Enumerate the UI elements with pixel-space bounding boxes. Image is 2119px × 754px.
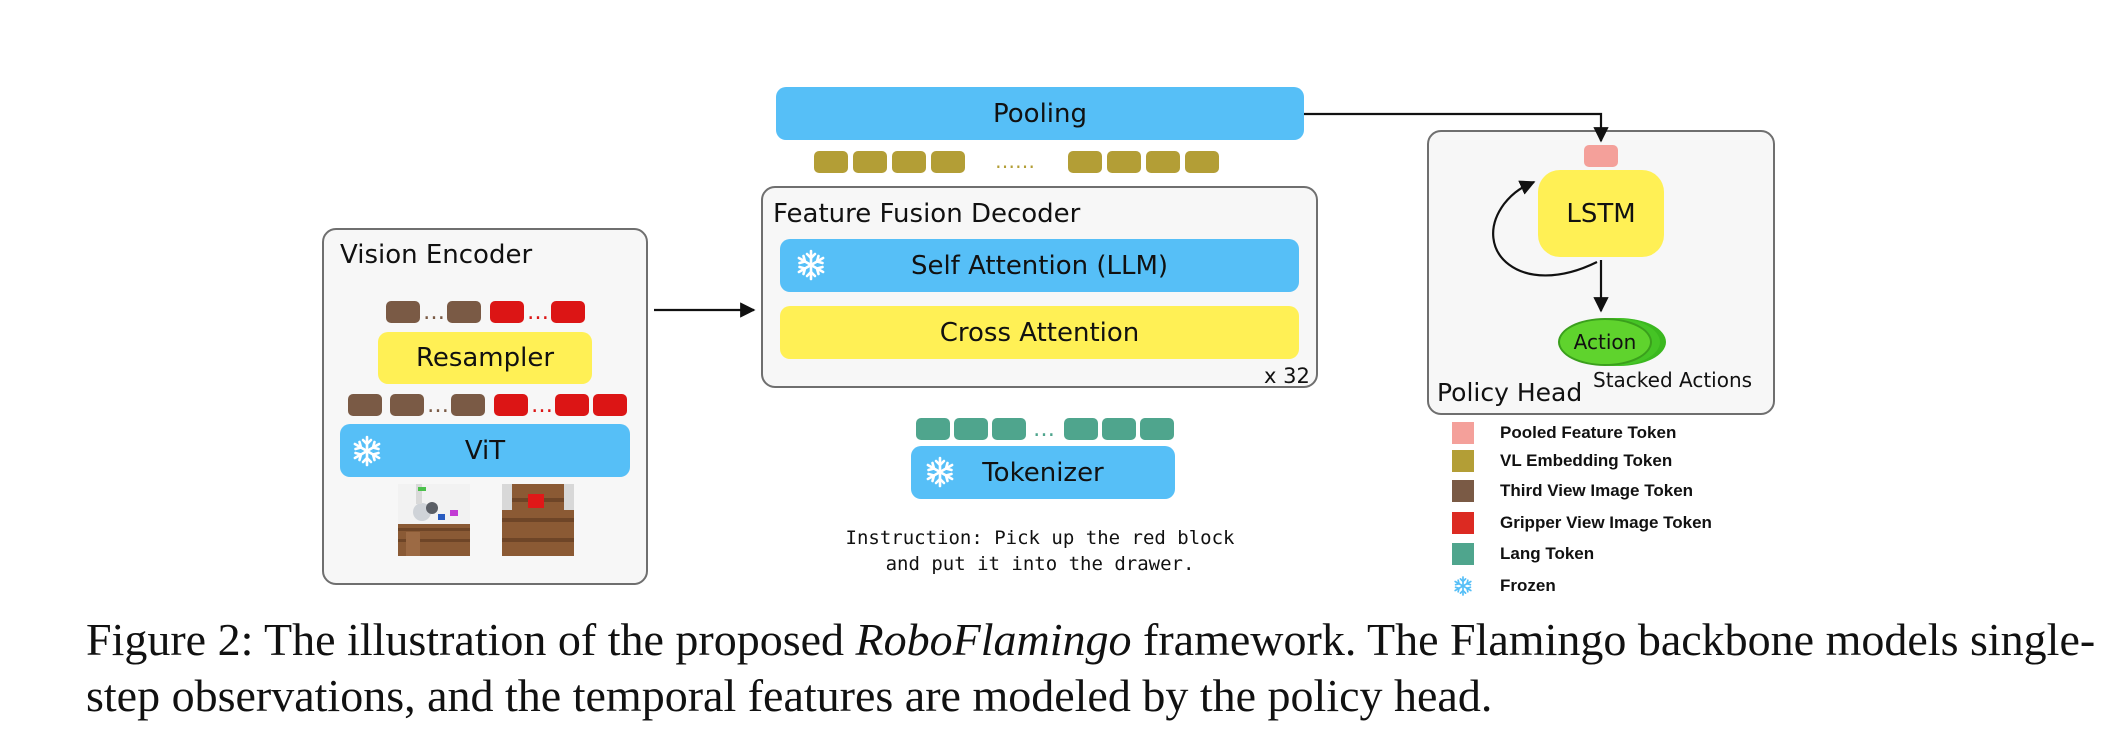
vl-embedding-token: [892, 151, 926, 173]
legend-item: Gripper View Image Token: [1452, 510, 1712, 536]
vl-embedding-token: [1185, 151, 1219, 173]
gripper-view-token: [490, 301, 524, 323]
ellipsis: …: [427, 393, 449, 418]
policy-head-title: Policy Head: [1437, 378, 1583, 407]
legend-item: Third View Image Token: [1452, 478, 1693, 504]
instruction-text: Instruction: Pick up the red block and p…: [790, 525, 1290, 577]
gripper-view-token: [551, 301, 585, 323]
legend-item: Lang Token: [1452, 541, 1594, 567]
layer-repeat-count: x 32: [1264, 364, 1310, 388]
third-view-token: [348, 394, 382, 416]
caption-emphasis: RoboFlamingo: [855, 614, 1132, 665]
vl-embedding-token: [814, 151, 848, 173]
figure-caption: Figure 2: The illustration of the propos…: [86, 612, 2106, 724]
lang-token: [954, 418, 988, 440]
instruction-line-2: and put it into the drawer.: [885, 553, 1195, 575]
self-attention-label: Self Attention (LLM): [910, 250, 1169, 281]
vl-embedding-token: [1068, 151, 1102, 173]
ellipsis: …: [531, 393, 553, 418]
third-view-token: [451, 394, 485, 416]
legend-item: Frozen: [1452, 573, 1556, 599]
tokenizer-label: Tokenizer: [982, 457, 1104, 488]
legend-label: Third View Image Token: [1500, 481, 1694, 500]
ellipsis: ……: [995, 149, 1035, 173]
lstm-block: LSTM: [1538, 170, 1664, 257]
legend-item: Pooled Feature Token: [1452, 420, 1676, 446]
vl-embedding-token: [1146, 151, 1180, 173]
legend-swatch: [1452, 450, 1474, 472]
legend-label: VL Embedding Token: [1500, 451, 1673, 470]
gripper-view-image: [502, 484, 574, 556]
pooling-to-policy-arrow: [1304, 112, 1609, 143]
cross-attention-block: Cross Attention: [780, 306, 1299, 359]
vision-encoder-title: Vision Encoder: [340, 240, 533, 270]
snowflake-icon: [926, 456, 954, 488]
third-view-token: [386, 301, 420, 323]
resampler-block: Resampler: [378, 332, 592, 384]
gripper-view-token: [494, 394, 528, 416]
self-attention-block: Self Attention (LLM): [780, 239, 1299, 292]
vl-embedding-token: [1107, 151, 1141, 173]
third-view-token: [390, 394, 424, 416]
ellipsis: …: [1033, 417, 1055, 442]
legend-label: Gripper View Image Token: [1500, 513, 1712, 532]
lang-token: [916, 418, 950, 440]
legend-swatch: [1452, 480, 1474, 502]
legend-swatch: [1452, 422, 1474, 444]
pooled-feature-token: [1584, 145, 1618, 167]
legend-label: Pooled Feature Token: [1500, 423, 1677, 442]
snowflake-icon: [353, 435, 381, 467]
lang-token: [1102, 418, 1136, 440]
legend-swatch: [1452, 512, 1474, 534]
vit-label: ViT: [464, 435, 506, 466]
gripper-view-token: [593, 394, 627, 416]
caption-suffix: framework. The Flamingo backbone models …: [86, 614, 2096, 721]
feature-fusion-decoder-title: Feature Fusion Decoder: [773, 199, 1081, 229]
lang-token: [1140, 418, 1174, 440]
legend-item: VL Embedding Token: [1452, 448, 1672, 474]
legend-swatch: [1452, 543, 1474, 565]
third-view-image: [398, 484, 470, 556]
vl-embedding-token: [931, 151, 965, 173]
caption-prefix: Figure 2: The illustration of the propos…: [86, 614, 856, 665]
ellipsis: …: [423, 300, 445, 325]
third-view-token: [447, 301, 481, 323]
snowflake-icon: [797, 249, 825, 281]
action-node: Action: [1558, 318, 1652, 366]
tokenizer-block: Tokenizer: [911, 446, 1175, 499]
snowflake-icon: [1454, 576, 1472, 596]
legend-label: Frozen: [1500, 576, 1556, 595]
lang-token: [992, 418, 1026, 440]
lang-token: [1064, 418, 1098, 440]
ellipsis: …: [527, 300, 549, 325]
legend-label: Lang Token: [1500, 544, 1595, 563]
gripper-view-token: [555, 394, 589, 416]
stacked-actions-label: Stacked Actions: [1593, 368, 1753, 392]
lstm-recurrent-arrow: [1492, 180, 1598, 277]
instruction-line-1: Instruction: Pick up the red block: [845, 527, 1235, 549]
vl-embedding-token: [853, 151, 887, 173]
vit-block: ViT: [340, 424, 630, 477]
pooling-block: Pooling: [776, 87, 1304, 140]
